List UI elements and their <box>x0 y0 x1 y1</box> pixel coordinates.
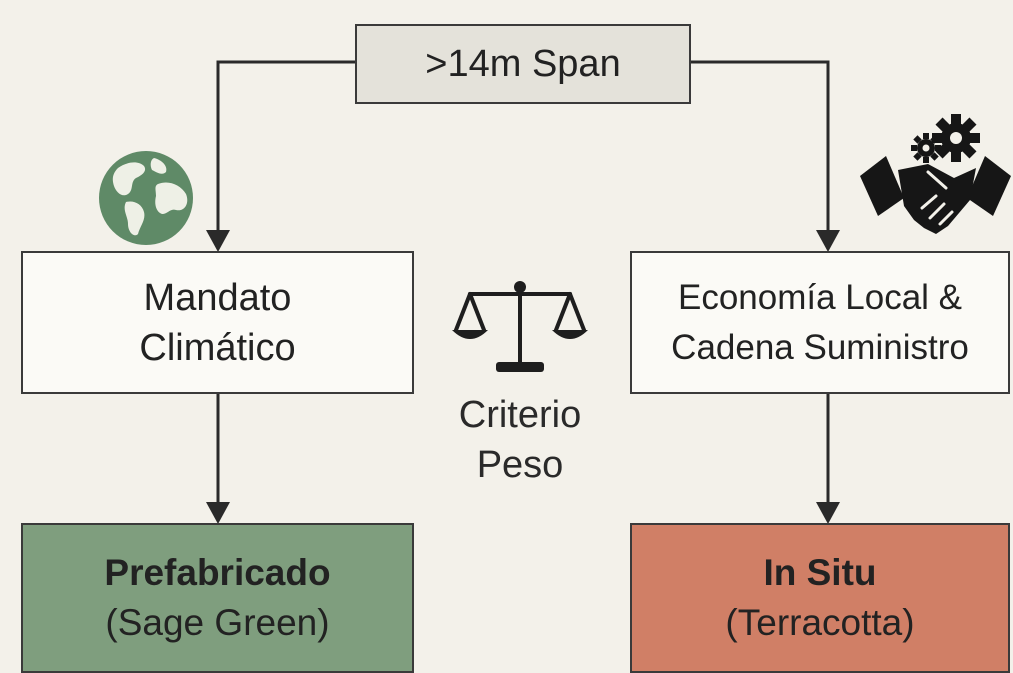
globe-icon <box>99 151 193 245</box>
criterio-line-1: Criterio <box>458 394 582 436</box>
arrowhead-right-mid <box>816 230 840 252</box>
right-condition-line-1: Economía Local & <box>677 277 963 317</box>
connector-root-to-right <box>691 60 830 232</box>
arrowhead-left-mid <box>206 230 230 252</box>
node-mandato-climatico: Mandato Climático <box>21 251 414 394</box>
connector-root-to-left <box>216 60 355 232</box>
balance-scale-icon <box>452 281 588 372</box>
handshake-gears-icon <box>860 114 1011 234</box>
right-outcome-title: In Situ <box>763 552 877 593</box>
root-node-span: >14m Span <box>355 24 691 104</box>
outcome-in-situ: In Situ (Terracotta) <box>630 523 1010 673</box>
arrowhead-right-out <box>816 502 840 524</box>
outcome-prefabricado: Prefabricado (Sage Green) <box>21 523 414 673</box>
right-condition-line-2: Cadena Suministro <box>671 327 969 367</box>
left-condition-line-2: Climático <box>139 326 296 369</box>
node-economia-local: Economía Local & Cadena Suministro <box>630 251 1010 394</box>
criterio-peso-label: Criterio Peso <box>430 390 610 490</box>
root-label: >14m Span <box>425 42 621 85</box>
right-outcome-subtitle: (Terracotta) <box>725 602 915 643</box>
left-outcome-title: Prefabricado <box>104 552 331 593</box>
criterio-line-2: Peso <box>476 444 564 486</box>
left-outcome-subtitle: (Sage Green) <box>105 602 330 643</box>
left-condition-line-1: Mandato <box>143 276 292 319</box>
arrowhead-left-out <box>206 502 230 524</box>
